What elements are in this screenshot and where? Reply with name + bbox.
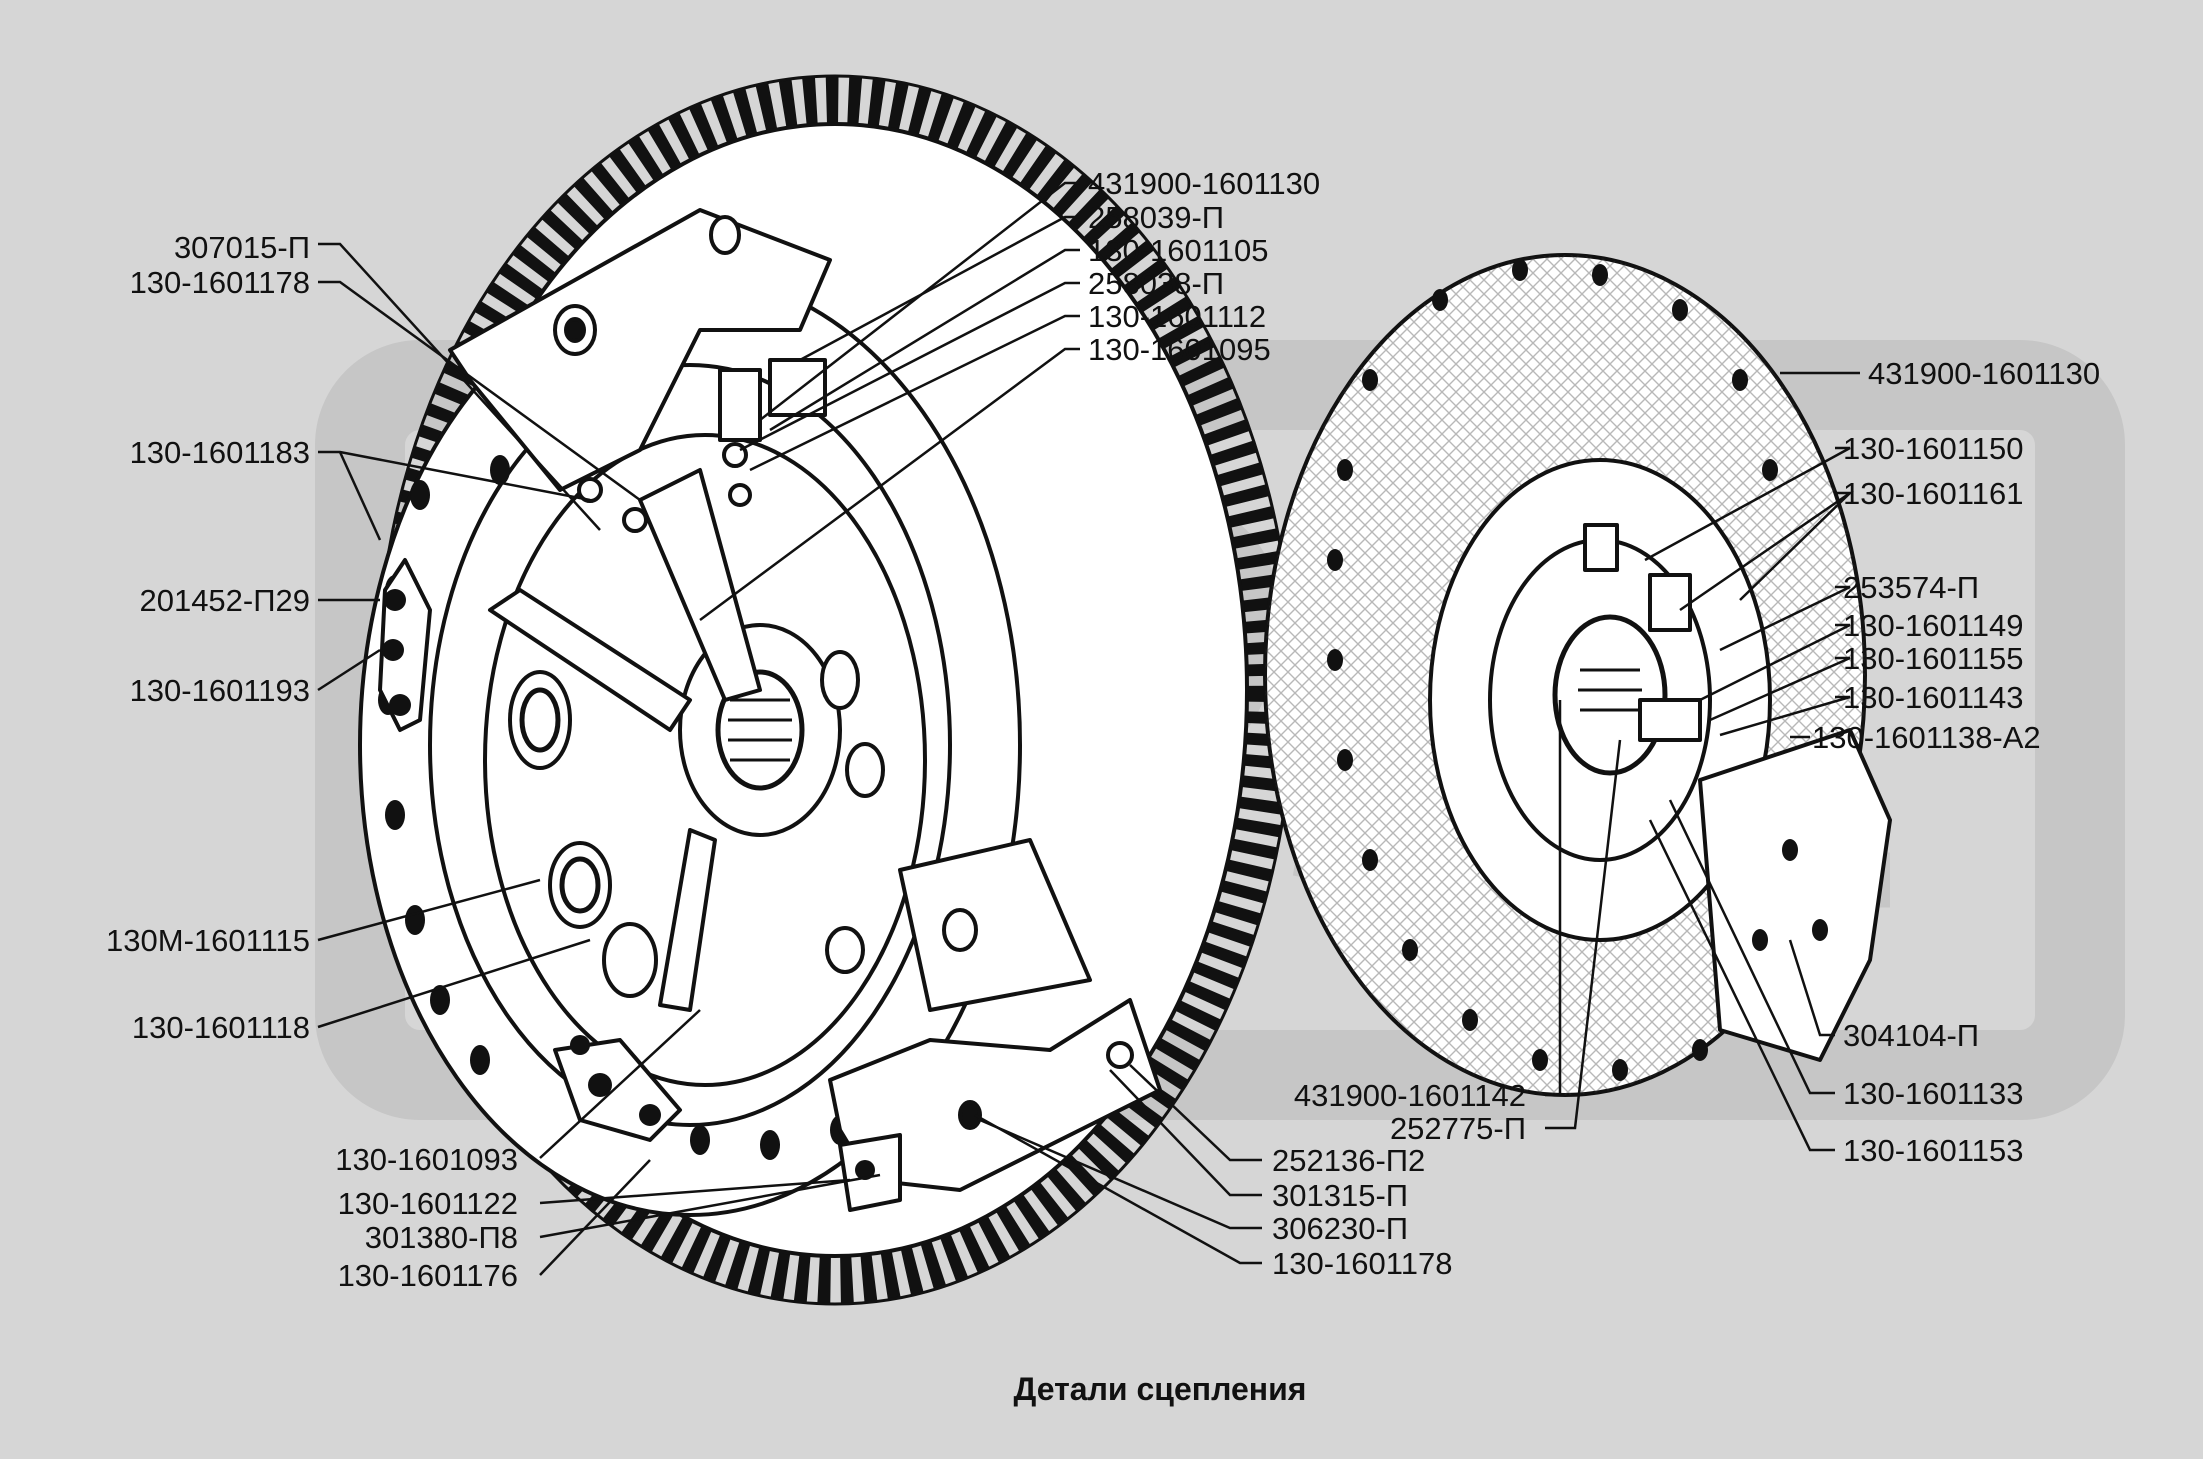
label-130-1601183: 130-1601183 — [130, 435, 310, 470]
label-301380-p8: 301380-П8 — [365, 1220, 518, 1255]
label-306230-p: 306230-П — [1272, 1211, 1408, 1246]
label-130-1601105: 130-1601105 — [1088, 233, 1268, 268]
label-258039-p: 258039-П — [1088, 200, 1224, 235]
label-130-1601153: 130-1601153 — [1843, 1133, 2023, 1168]
label-130-1601138-a2: 130-1601138-А2 — [1812, 720, 2041, 755]
label-130-1601143: 130-1601143 — [1843, 680, 2023, 715]
label-307015-p: 307015-П — [174, 230, 310, 265]
label-253574-p: 253574-П — [1843, 570, 1979, 605]
disc-rivet-holes — [1327, 259, 1828, 1081]
label-130-1601112: 130-1601112 — [1088, 299, 1266, 334]
leader-lines — [317, 181, 1860, 1276]
label-431900-1601130-top: 431900-1601130 — [1088, 166, 1320, 201]
label-130-1601150: 130-1601150 — [1843, 431, 2023, 466]
label-304104-p: 304104-П — [1843, 1018, 1979, 1053]
label-252136-p2: 252136-П2 — [1272, 1143, 1425, 1178]
disc-hub — [1552, 614, 1668, 776]
label-130m-1601115: 130М-1601115 — [106, 923, 310, 958]
label-130-1601118: 130-1601118 — [132, 1010, 310, 1045]
label-130-1601149: 130-1601149 — [1843, 608, 2023, 643]
label-431900-1601130-right: 431900-1601130 — [1868, 356, 2100, 391]
label-301315-p: 301315-П — [1272, 1178, 1408, 1213]
label-130-1601193: 130-1601193 — [130, 673, 310, 708]
pressure-springs — [508, 650, 885, 998]
label-130-1601161: 130-1601161 — [1843, 476, 2023, 511]
label-130-1601133: 130-1601133 — [1843, 1076, 2023, 1111]
release-lever-left — [488, 588, 692, 732]
disc-cutaway — [1698, 728, 1892, 1062]
label-130-1601176: 130-1601176 — [338, 1258, 518, 1293]
labels-right: 431900-1601130 130-1601150 130-1601161 2… — [1812, 356, 2100, 1168]
release-lever-upper — [638, 468, 762, 702]
diagram-caption: Детали сцепления — [1014, 1371, 1307, 1407]
label-130-1601155: 130-1601155 — [1843, 641, 2023, 676]
flywheel-assembly — [358, 74, 1295, 1306]
upper-bracket — [448, 208, 832, 492]
label-431900-1601142: 431900-1601142 — [1294, 1078, 1526, 1113]
labels-bottom-center: 431900-1601142 252775-П 252136-П2 301315… — [1272, 1078, 1526, 1281]
label-130-1601093: 130-1601093 — [335, 1142, 518, 1177]
label-252775-p: 252775-П — [1390, 1111, 1526, 1146]
label-130-1601178-bottom: 130-1601178 — [1272, 1246, 1452, 1281]
label-258038-p: 258038-П — [1088, 266, 1224, 301]
release-lever-lower — [658, 828, 717, 1012]
labels-left: 307015-П 130-1601178 130-1601183 201452-… — [106, 230, 518, 1293]
label-201452-p29: 201452-П29 — [139, 583, 310, 618]
label-130-1601122: 130-1601122 — [338, 1186, 518, 1221]
label-130-1601178-top: 130-1601178 — [130, 265, 310, 300]
clutch-disc — [1263, 253, 1892, 1097]
labels-top-center: 431900-1601130 258039-П 130-1601105 2580… — [1088, 166, 1320, 367]
label-130-1601095: 130-1601095 — [1088, 332, 1271, 367]
